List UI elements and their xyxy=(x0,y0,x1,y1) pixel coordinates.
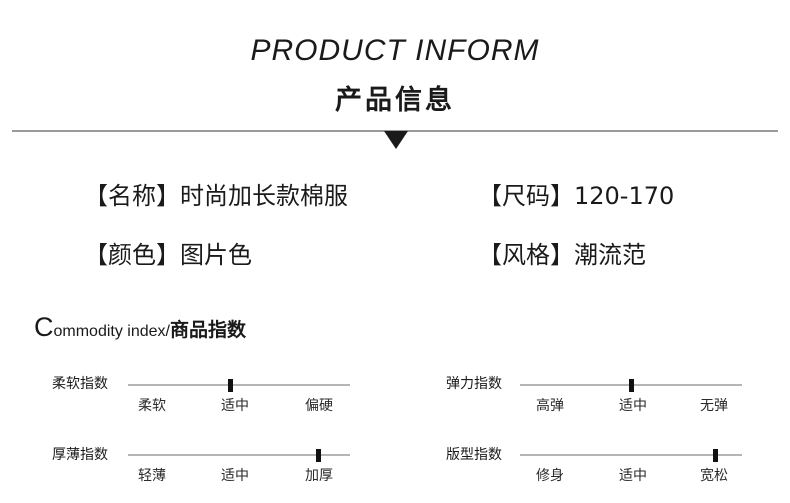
info-name: 【名称】时尚加长款棉服 xyxy=(84,182,348,210)
rating-tick-low: 柔软 xyxy=(138,398,166,414)
index-section-title: Commodity index/商品指数 xyxy=(34,312,246,343)
rating-tick-high: 无弹 xyxy=(700,398,728,414)
rating-marker xyxy=(227,378,233,392)
rating-marker xyxy=(316,448,322,462)
rating-tick-high: 加厚 xyxy=(305,468,333,484)
rating-label: 厚薄指数 xyxy=(52,447,108,463)
rating-label: 柔软指数 xyxy=(52,376,108,392)
page-title-en: PRODUCT INFORM xyxy=(250,34,540,67)
index-title-sep: / xyxy=(165,323,170,340)
index-title-initial: C xyxy=(34,312,54,342)
rating-track xyxy=(520,454,742,456)
rating-tick-high: 宽松 xyxy=(700,468,728,484)
info-size: 【尺码】120-170 xyxy=(478,182,675,210)
index-title-cn: 商品指数 xyxy=(170,319,247,341)
rating-track xyxy=(128,454,350,456)
rating-tick-mid: 适中 xyxy=(221,468,249,484)
page-title-cn: 产品信息 xyxy=(335,85,455,116)
rating-track xyxy=(128,384,350,386)
rating-label: 弹力指数 xyxy=(446,376,502,392)
rating-tick-mid: 适中 xyxy=(619,398,647,414)
rating-tick-high: 偏硬 xyxy=(305,398,333,414)
rating-tick-mid: 适中 xyxy=(221,398,249,414)
rating-marker xyxy=(712,448,718,462)
rating-tick-low: 修身 xyxy=(536,468,564,484)
triangle-down-icon xyxy=(384,131,408,149)
rating-marker xyxy=(628,378,634,392)
info-style: 【风格】潮流范 xyxy=(478,241,646,269)
info-color: 【颜色】图片色 xyxy=(84,241,252,269)
rating-tick-mid: 适中 xyxy=(619,468,647,484)
rating-tick-low: 轻薄 xyxy=(138,468,166,484)
rating-tick-low: 高弹 xyxy=(536,398,564,414)
rating-label: 版型指数 xyxy=(446,447,502,463)
index-title-rest: ommodity index xyxy=(53,323,166,340)
